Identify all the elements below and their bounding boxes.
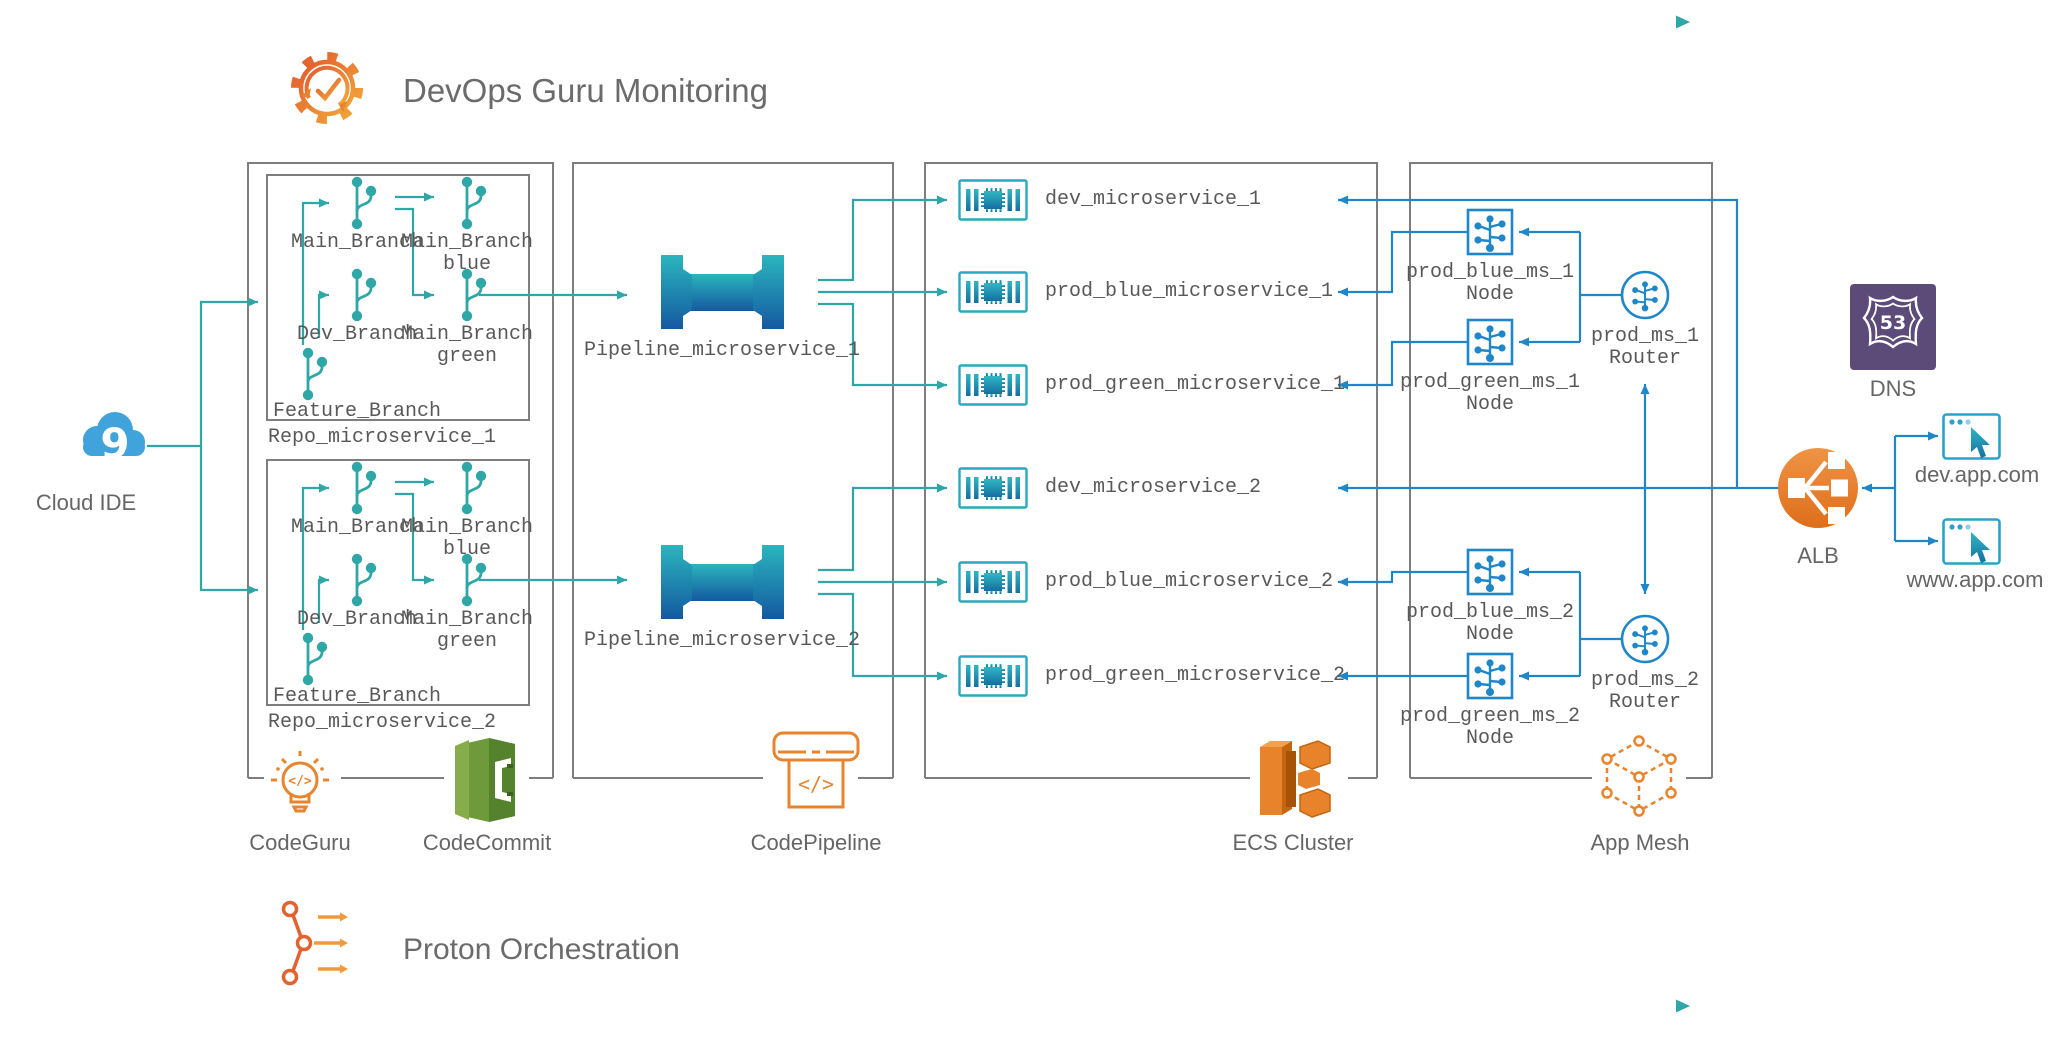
- svg-text:53: 53: [1880, 312, 1906, 334]
- mesh-node-icon: [1468, 550, 1512, 594]
- codeguru-label: CodeGuru: [249, 830, 351, 855]
- svg-text:</>: </>: [288, 774, 312, 789]
- alb-label: ALB: [1797, 543, 1839, 568]
- browser-client-icon: [1942, 413, 2001, 460]
- codecommit-label: CodeCommit: [422, 830, 552, 855]
- branch-label-main-green: Main_Branch: [400, 608, 534, 631]
- mesh-node-type: Node: [1465, 283, 1515, 306]
- ecs-service-label: prod_blue_microservice_1: [1045, 280, 1334, 303]
- teal-connectors: [147, 192, 947, 681]
- branch-label-dev: Dev_Branch: [296, 608, 418, 631]
- devops-guru-title: DevOps Guru Monitoring: [403, 72, 768, 109]
- ecs-service-label: prod_green_microservice_2: [1045, 664, 1346, 687]
- svg-text:9: 9: [100, 419, 129, 468]
- mesh-router-type: Router: [1608, 347, 1682, 370]
- cloud-ide-label: Cloud IDE: [35, 490, 137, 515]
- ecs-service-icon: [958, 179, 1028, 221]
- pipeline-1-label: Pipeline_microservice_1: [583, 339, 861, 362]
- ecs-service-icon: [958, 271, 1028, 313]
- branch-label-main-blue-2: blue: [442, 538, 492, 561]
- branch-label-main-blue: Main_Branch: [400, 231, 534, 254]
- app-mesh-label: App Mesh: [1590, 830, 1690, 855]
- branch-label-main-blue: Main_Branch: [400, 516, 534, 539]
- ecs-service-icon: [958, 561, 1028, 603]
- dev-domain-label: dev.app.com: [1914, 462, 2040, 487]
- branch-label-feature: Feature_Branch: [272, 400, 442, 423]
- git-branch-icon: [301, 346, 329, 402]
- branch-label-main: Main_Branch: [290, 231, 424, 254]
- mesh-node-type: Node: [1465, 727, 1515, 750]
- mesh-router-label: prod_ms_2: [1590, 669, 1700, 692]
- blue-connectors: [1338, 195, 1938, 681]
- container-boxes: [247, 162, 1713, 779]
- www-domain-label: www.app.com: [1906, 567, 2044, 592]
- branch-label-dev: Dev_Branch: [296, 323, 418, 346]
- ecs-cluster-box: [924, 162, 1378, 779]
- route53-icon: 53: [1850, 284, 1936, 370]
- branch-label-main-green-2: green: [436, 345, 498, 368]
- ecs-cluster-icon: [1260, 740, 1331, 818]
- codepipeline-icon: </>: [772, 731, 860, 809]
- branch-label-main: Main_Branch: [290, 516, 424, 539]
- ecs-cluster-label: ECS Cluster: [1232, 830, 1354, 855]
- git-branch-icon: [350, 175, 378, 231]
- branch-label-main-green-2: green: [436, 630, 498, 653]
- git-branch-icon: [301, 631, 329, 687]
- repo-2-label: Repo_microservice_2: [268, 711, 497, 734]
- ecs-service-icon: [958, 364, 1028, 406]
- repo-1-label: Repo_microservice_1: [268, 426, 497, 449]
- cloud9-icon: 9: [83, 412, 145, 468]
- repo-1-box: [266, 174, 530, 421]
- mesh-router-icon: [1622, 272, 1668, 318]
- mesh-node-type: Node: [1465, 393, 1515, 416]
- git-branch-icon: [350, 552, 378, 608]
- ecs-service-icons: [958, 179, 1028, 697]
- git-branch-icon: [460, 175, 488, 231]
- pipeline-2-label: Pipeline_microservice_2: [583, 629, 861, 652]
- mesh-router-label: prod_ms_1: [1590, 325, 1700, 348]
- pipeline-icon: [661, 545, 784, 619]
- ecs-service-label: prod_blue_microservice_2: [1045, 570, 1334, 593]
- mesh-node-type: Node: [1465, 623, 1515, 646]
- mesh-node-icon: [1468, 654, 1512, 698]
- proton-icon: [281, 900, 348, 986]
- ecs-service-label: dev_microservice_1: [1045, 188, 1262, 211]
- ecs-service-label: prod_green_microservice_1: [1045, 373, 1346, 396]
- codecommit-icon: [455, 738, 515, 822]
- browser-client-icon: [1942, 518, 2001, 565]
- app-mesh-box: [1409, 162, 1713, 779]
- branch-label-main-green: Main_Branch: [400, 323, 534, 346]
- mesh-node-label: prod_green_ms_2: [1399, 705, 1581, 728]
- git-branch-icon: [460, 460, 488, 516]
- repo-section-box: [247, 162, 554, 779]
- codeguru-icon: </>: [271, 751, 329, 813]
- repo-2-box: [266, 459, 530, 706]
- git-branch-icon: [350, 460, 378, 516]
- svg-text:</>: </>: [798, 772, 834, 796]
- mesh-node-icon: [1468, 210, 1512, 254]
- mesh-router-type: Router: [1608, 691, 1682, 714]
- alb-icon: [1778, 448, 1858, 528]
- app-mesh-icon: [1601, 735, 1677, 817]
- devops-guru-icon: [291, 52, 363, 124]
- mesh-node-label: prod_blue_ms_2: [1405, 601, 1575, 624]
- codepipeline-label: CodePipeline: [750, 830, 882, 855]
- mesh-node-label: prod_green_ms_1: [1399, 371, 1581, 394]
- proton-title: Proton Orchestration: [403, 933, 680, 966]
- mesh-node-icon: [1468, 320, 1512, 364]
- mesh-router-icon: [1622, 616, 1668, 662]
- branch-label-main-blue-2: blue: [442, 253, 492, 276]
- git-branch-icon: [350, 267, 378, 323]
- ecs-service-icon: [958, 655, 1028, 697]
- ecs-service-label: dev_microservice_2: [1045, 476, 1262, 499]
- dns-label: DNS: [1869, 376, 1917, 401]
- pipeline-icon: [661, 255, 784, 329]
- branch-label-feature: Feature_Branch: [272, 685, 442, 708]
- mesh-node-label: prod_blue_ms_1: [1405, 261, 1575, 284]
- ecs-service-icon: [958, 467, 1028, 509]
- pipeline-section-box: [572, 162, 894, 779]
